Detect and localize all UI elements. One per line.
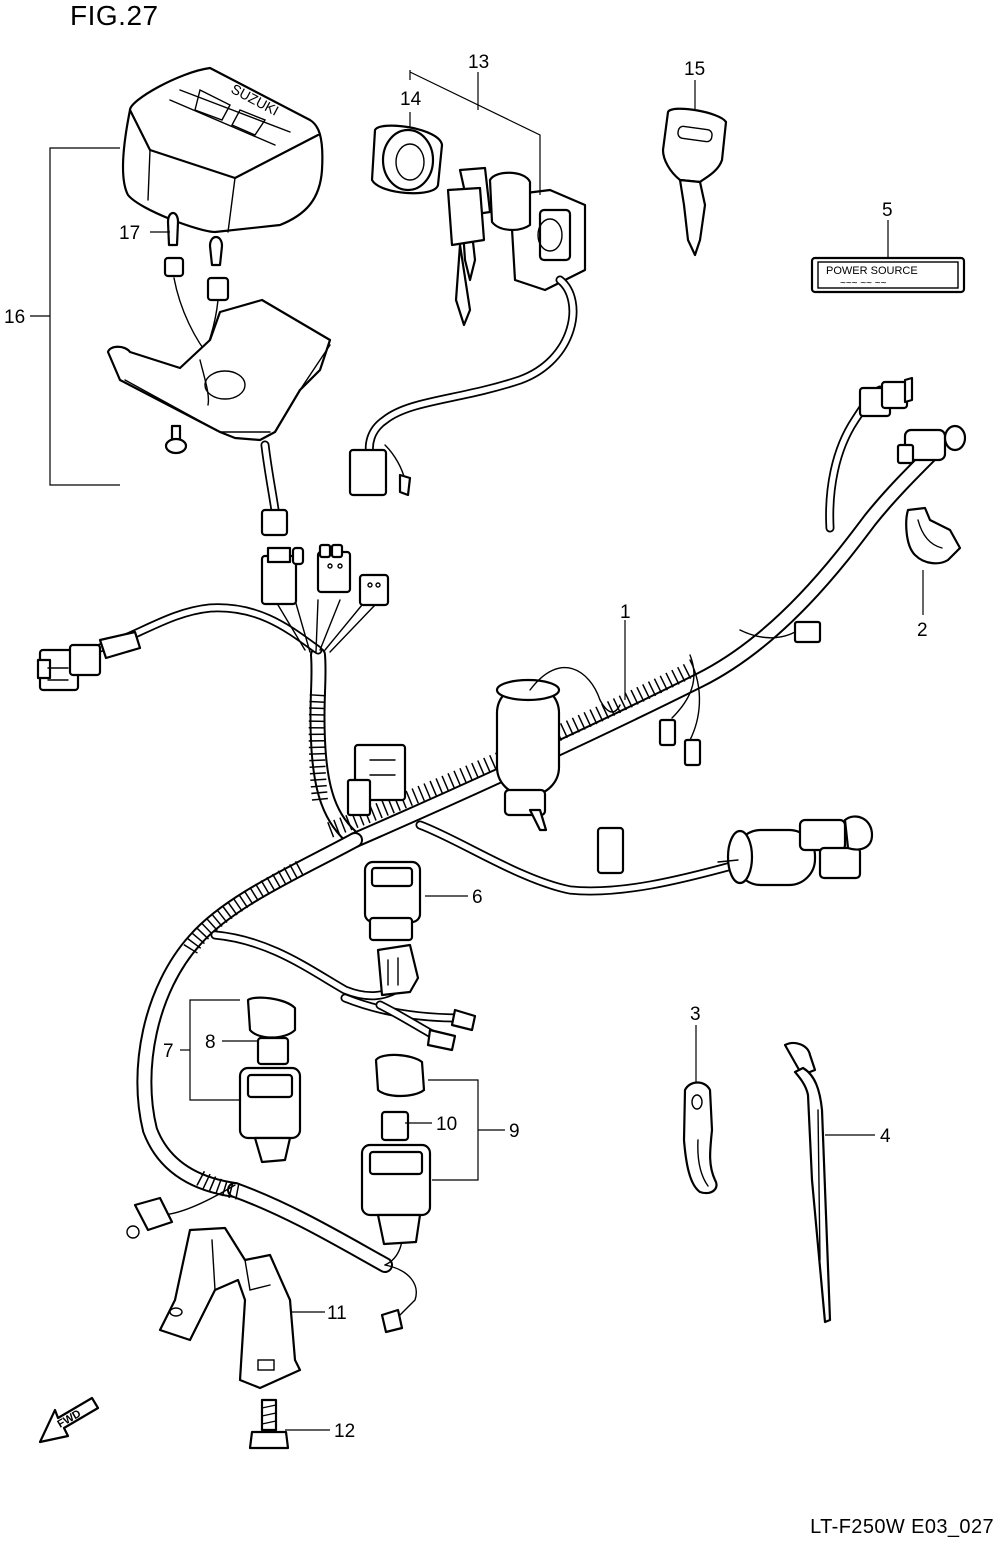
- callout-1: 1: [620, 602, 631, 623]
- relay-part-9: [360, 1053, 432, 1246]
- callout-2: 2: [917, 620, 928, 641]
- callout-numbers: 1 2 3 4 5 6 7 8 9 10 11 12 13 14 15 16 1…: [4, 52, 928, 1442]
- callout-12: 12: [334, 1421, 355, 1442]
- callout-14: 14: [400, 89, 422, 110]
- starter-relay-part-7: [238, 996, 302, 1164]
- key: [661, 107, 728, 257]
- ground-terminal: [380, 1308, 404, 1334]
- callout-16: 16: [4, 307, 25, 328]
- top-right-couplers: [596, 376, 967, 875]
- indicator-lamp-assy: SUZUKI: [106, 66, 332, 537]
- callout-5: 5: [882, 200, 893, 221]
- svg-text:~~~ ~~ ~~: ~~~ ~~ ~~: [840, 278, 887, 289]
- band-part-3: [682, 1081, 718, 1195]
- svg-text:POWER SOURCE: POWER SOURCE: [826, 265, 918, 277]
- bolt-part-12: [248, 1398, 290, 1450]
- fwd-arrow-icon: FWD: [38, 1396, 100, 1444]
- figure-code: LT-F250W E03_027: [810, 1516, 994, 1538]
- relay-part-6: [363, 860, 422, 997]
- callout-9: 9: [509, 1121, 520, 1142]
- coupler-cluster: [260, 543, 390, 607]
- power-source-label: POWER SOURCE ~~~ ~~ ~~: [810, 256, 966, 294]
- left-bottom-coupler: [133, 1196, 174, 1232]
- callout-6: 6: [472, 887, 483, 908]
- left-coupler: [36, 630, 142, 692]
- center-condenser: [495, 667, 621, 832]
- callout-11: 11: [327, 1303, 347, 1324]
- clamp: [905, 506, 962, 565]
- terminal-cap-b: [426, 1028, 457, 1052]
- right-coil: [717, 815, 874, 887]
- callout-4: 4: [880, 1126, 891, 1147]
- callout-8: 8: [205, 1032, 216, 1053]
- figure-title: FIG.27: [70, 0, 159, 31]
- callout-3: 3: [690, 1004, 701, 1025]
- callout-10: 10: [436, 1114, 457, 1135]
- terminal-cap-a: [450, 1008, 477, 1032]
- callout-17: 17: [119, 223, 140, 244]
- callout-7: 7: [163, 1041, 174, 1062]
- ignition-switch-assy: [348, 124, 587, 497]
- leader-lines: [30, 70, 924, 1431]
- cable-tie-part-4: [783, 1041, 832, 1324]
- callout-13: 13: [468, 52, 489, 73]
- harness-coupler-mid: [346, 743, 407, 817]
- svg-text:FWD: FWD: [56, 1408, 84, 1431]
- callout-15: 15: [684, 59, 705, 80]
- bracket-part-11: [158, 1226, 302, 1390]
